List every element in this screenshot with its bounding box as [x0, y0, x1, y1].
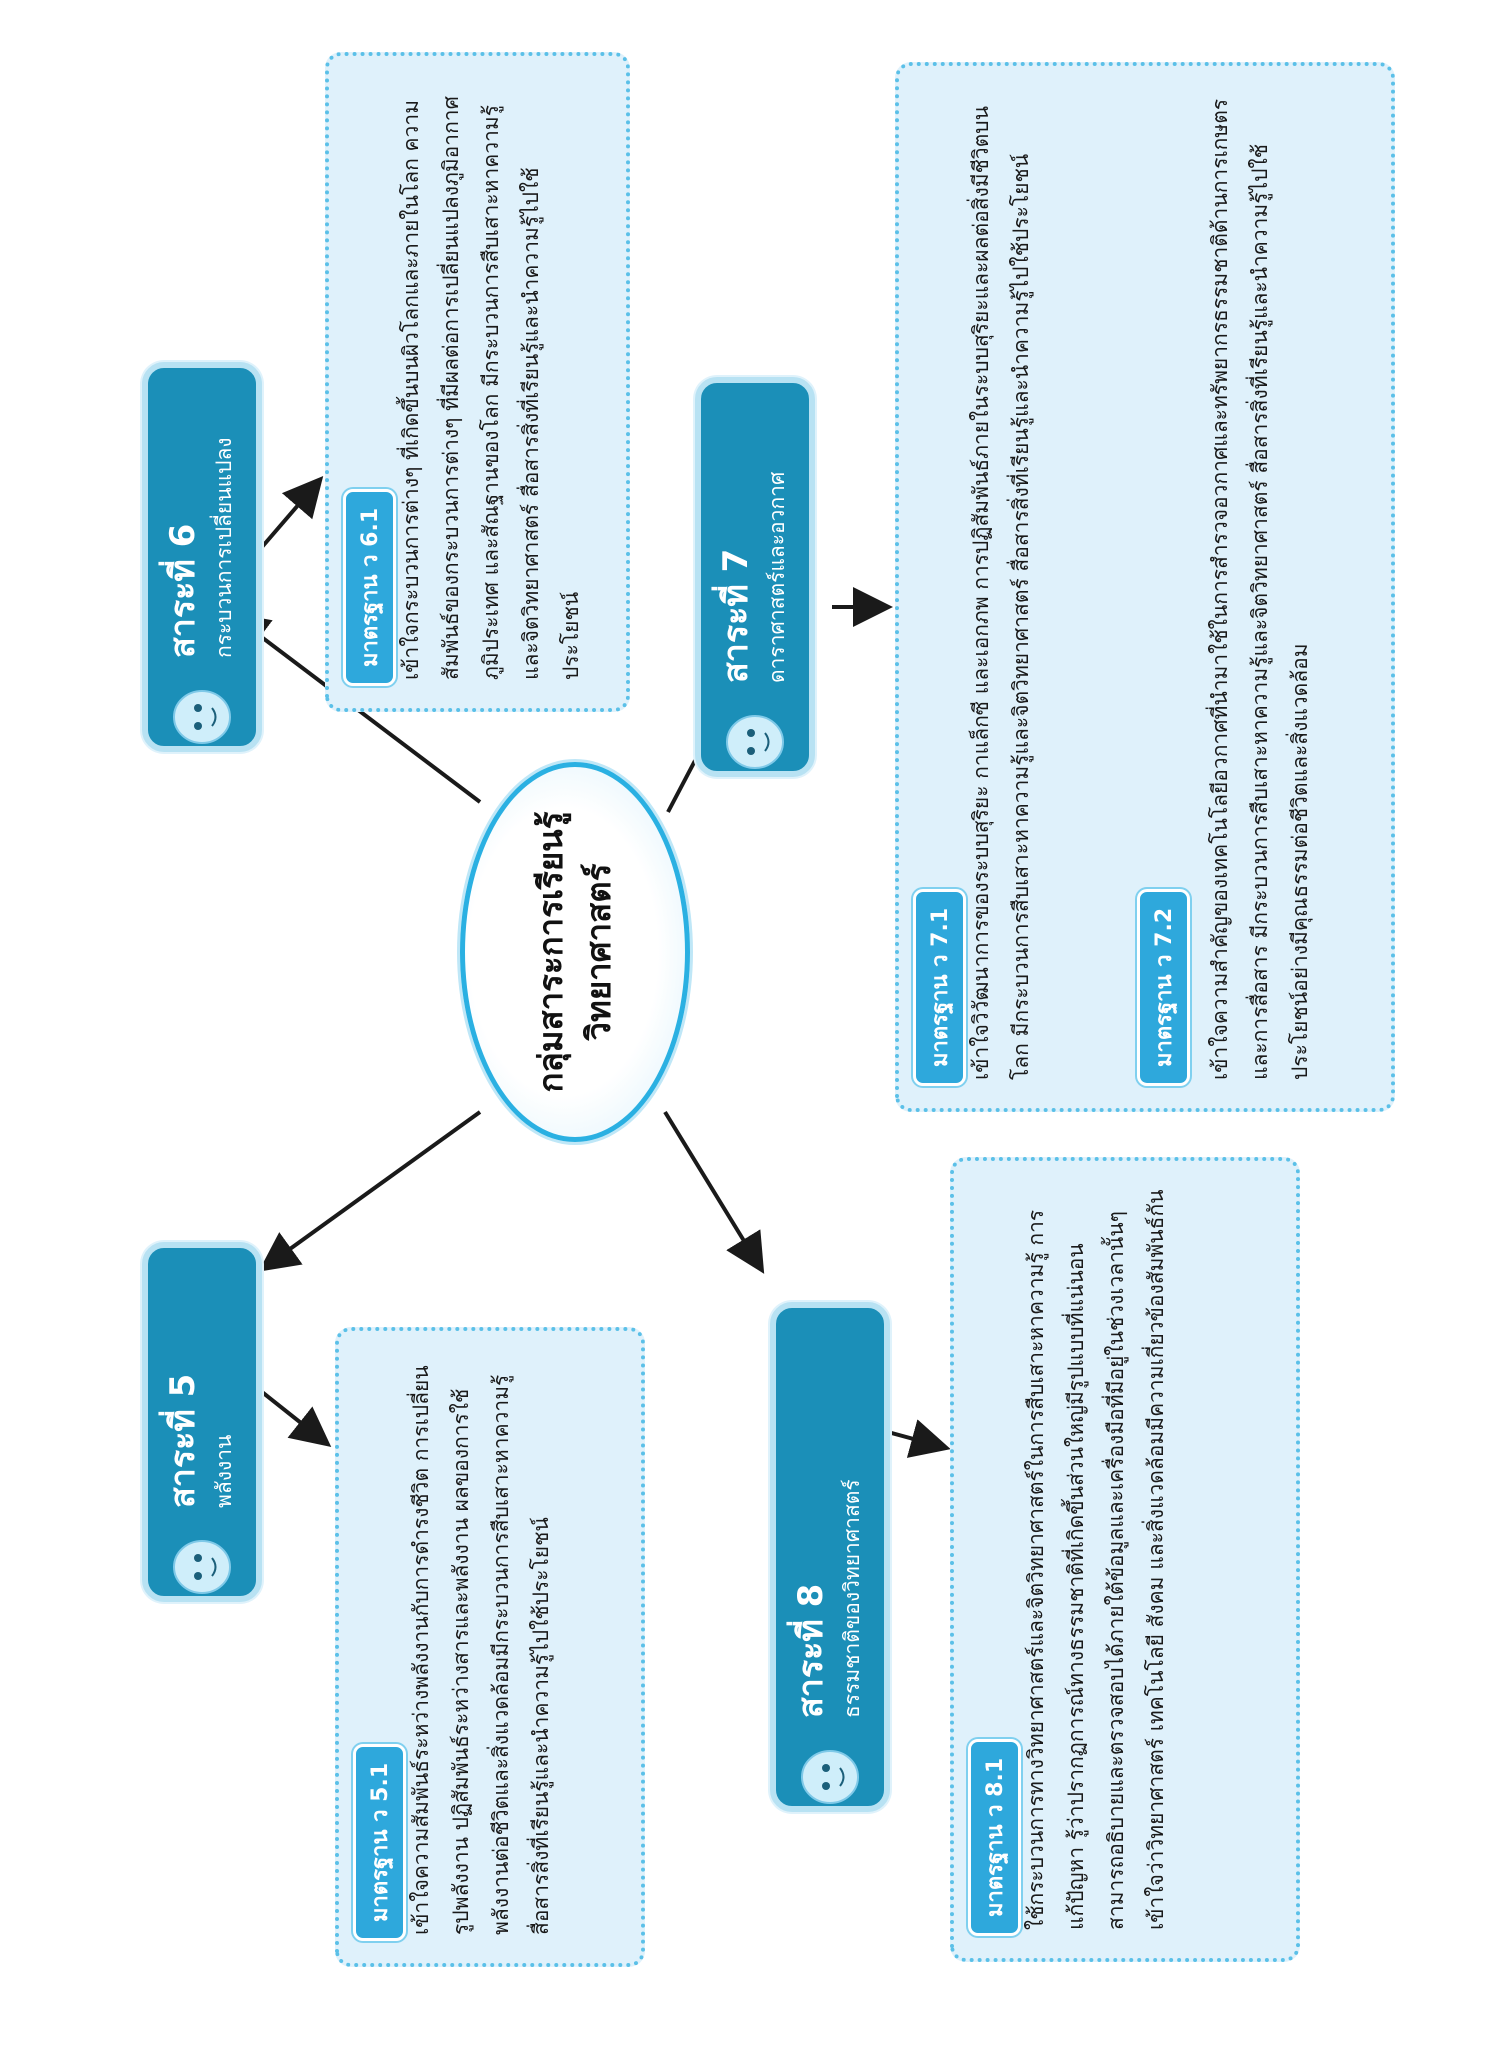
mascot-icon [173, 1540, 231, 1594]
topic-6-subtitle: กระบวนการเปลี่ยนแปลง [212, 437, 236, 658]
central-topic: กลุ่มสาระการเรียนรู้ วิทยาศาสตร์ [460, 762, 690, 1142]
standard-7-1-text: เข้าใจวิวัฒนาการของระบบสุริยะ กาแล็กซี แ… [969, 106, 1033, 1080]
mascot-icon [173, 690, 231, 744]
central-title-line-1: กลุ่มสาระการเรียนรู้ [531, 811, 570, 1093]
topic-7-title: สาระที่ 7 [716, 548, 756, 683]
standard-8-1-text: ใช้กระบวนการทางวิทยาศาสตร์และจิตวิทยาศาส… [1024, 1189, 1168, 1930]
topic-6-title: สาระที่ 6 [163, 523, 203, 658]
topic-8-standards-box: มาตรฐาน ว 8.1 ใช้กระบวนการทางวิทยาศาสตร์… [950, 1157, 1300, 1962]
standard-5-1-text: เข้าใจความสัมพันธ์ระหว่างพลังงานกับการดำ… [409, 1365, 553, 1935]
standard-6-1-text: เข้าใจกระบวนการต่างๆ ที่เกิดขึ้นบนผิวโลก… [399, 96, 583, 680]
standard-8-1-label: มาตรฐาน ว 8.1 [968, 1738, 1021, 1936]
standard-6-1-label: มาตรฐาน ว 6.1 [343, 488, 396, 686]
topic-7-standards-box: มาตรฐาน ว 7.1 เข้าใจวิวัฒนาการของระบบสุร… [895, 62, 1395, 1112]
topic-5-title: สาระที่ 5 [163, 1373, 203, 1508]
central-title-line-2: วิทยาศาสตร์ [579, 863, 618, 1041]
arrow-center-to-topic-5 [258, 1110, 482, 1272]
mascot-icon [801, 1750, 859, 1804]
topic-8-title: สาระที่ 8 [791, 1583, 831, 1718]
topic-6-header: สาระที่ 6 กระบวนการเปลี่ยนแปลง [142, 362, 262, 752]
standard-7-1-label: มาตรฐาน ว 7.1 [913, 888, 966, 1086]
standard-7-2-text: เข้าใจความสำคัญของเทคโนโลยีอวกาศที่นำมาใ… [1208, 98, 1312, 1080]
topic-7-header: สาระที่ 7 ดาราศาสตร์และอวกาศ [695, 377, 815, 777]
topic-7-subtitle: ดาราศาสตร์และอวกาศ [765, 471, 789, 683]
arrow-topic-6-to-box [260, 475, 324, 549]
topic-5-header: สาระที่ 5 พลังงาน [142, 1242, 262, 1602]
topic-6-standards-box: มาตรฐาน ว 6.1 เข้าใจกระบวนการต่างๆ ที่เก… [325, 52, 630, 712]
topic-8-subtitle: ธรรมชาติของวิทยาศาสตร์ [840, 1479, 864, 1718]
topic-5-standards-box: มาตรฐาน ว 5.1 เข้าใจความสัมพันธ์ระหว่างพ… [335, 1327, 645, 1967]
topic-8-header: สาระที่ 8 ธรรมชาติของวิทยาศาสตร์ [770, 1302, 890, 1812]
arrow-topic-5-to-box [260, 1390, 332, 1447]
arrow-topic-8-to-box [887, 1419, 951, 1458]
standard-5-1-label: มาตรฐาน ว 5.1 [353, 1743, 406, 1941]
mascot-icon [726, 715, 784, 769]
topic-5-subtitle: พลังงาน [212, 1434, 236, 1508]
standard-7-2-label: มาตรฐาน ว 7.2 [1137, 888, 1190, 1086]
arrow-center-to-topic-8 [663, 1110, 765, 1274]
